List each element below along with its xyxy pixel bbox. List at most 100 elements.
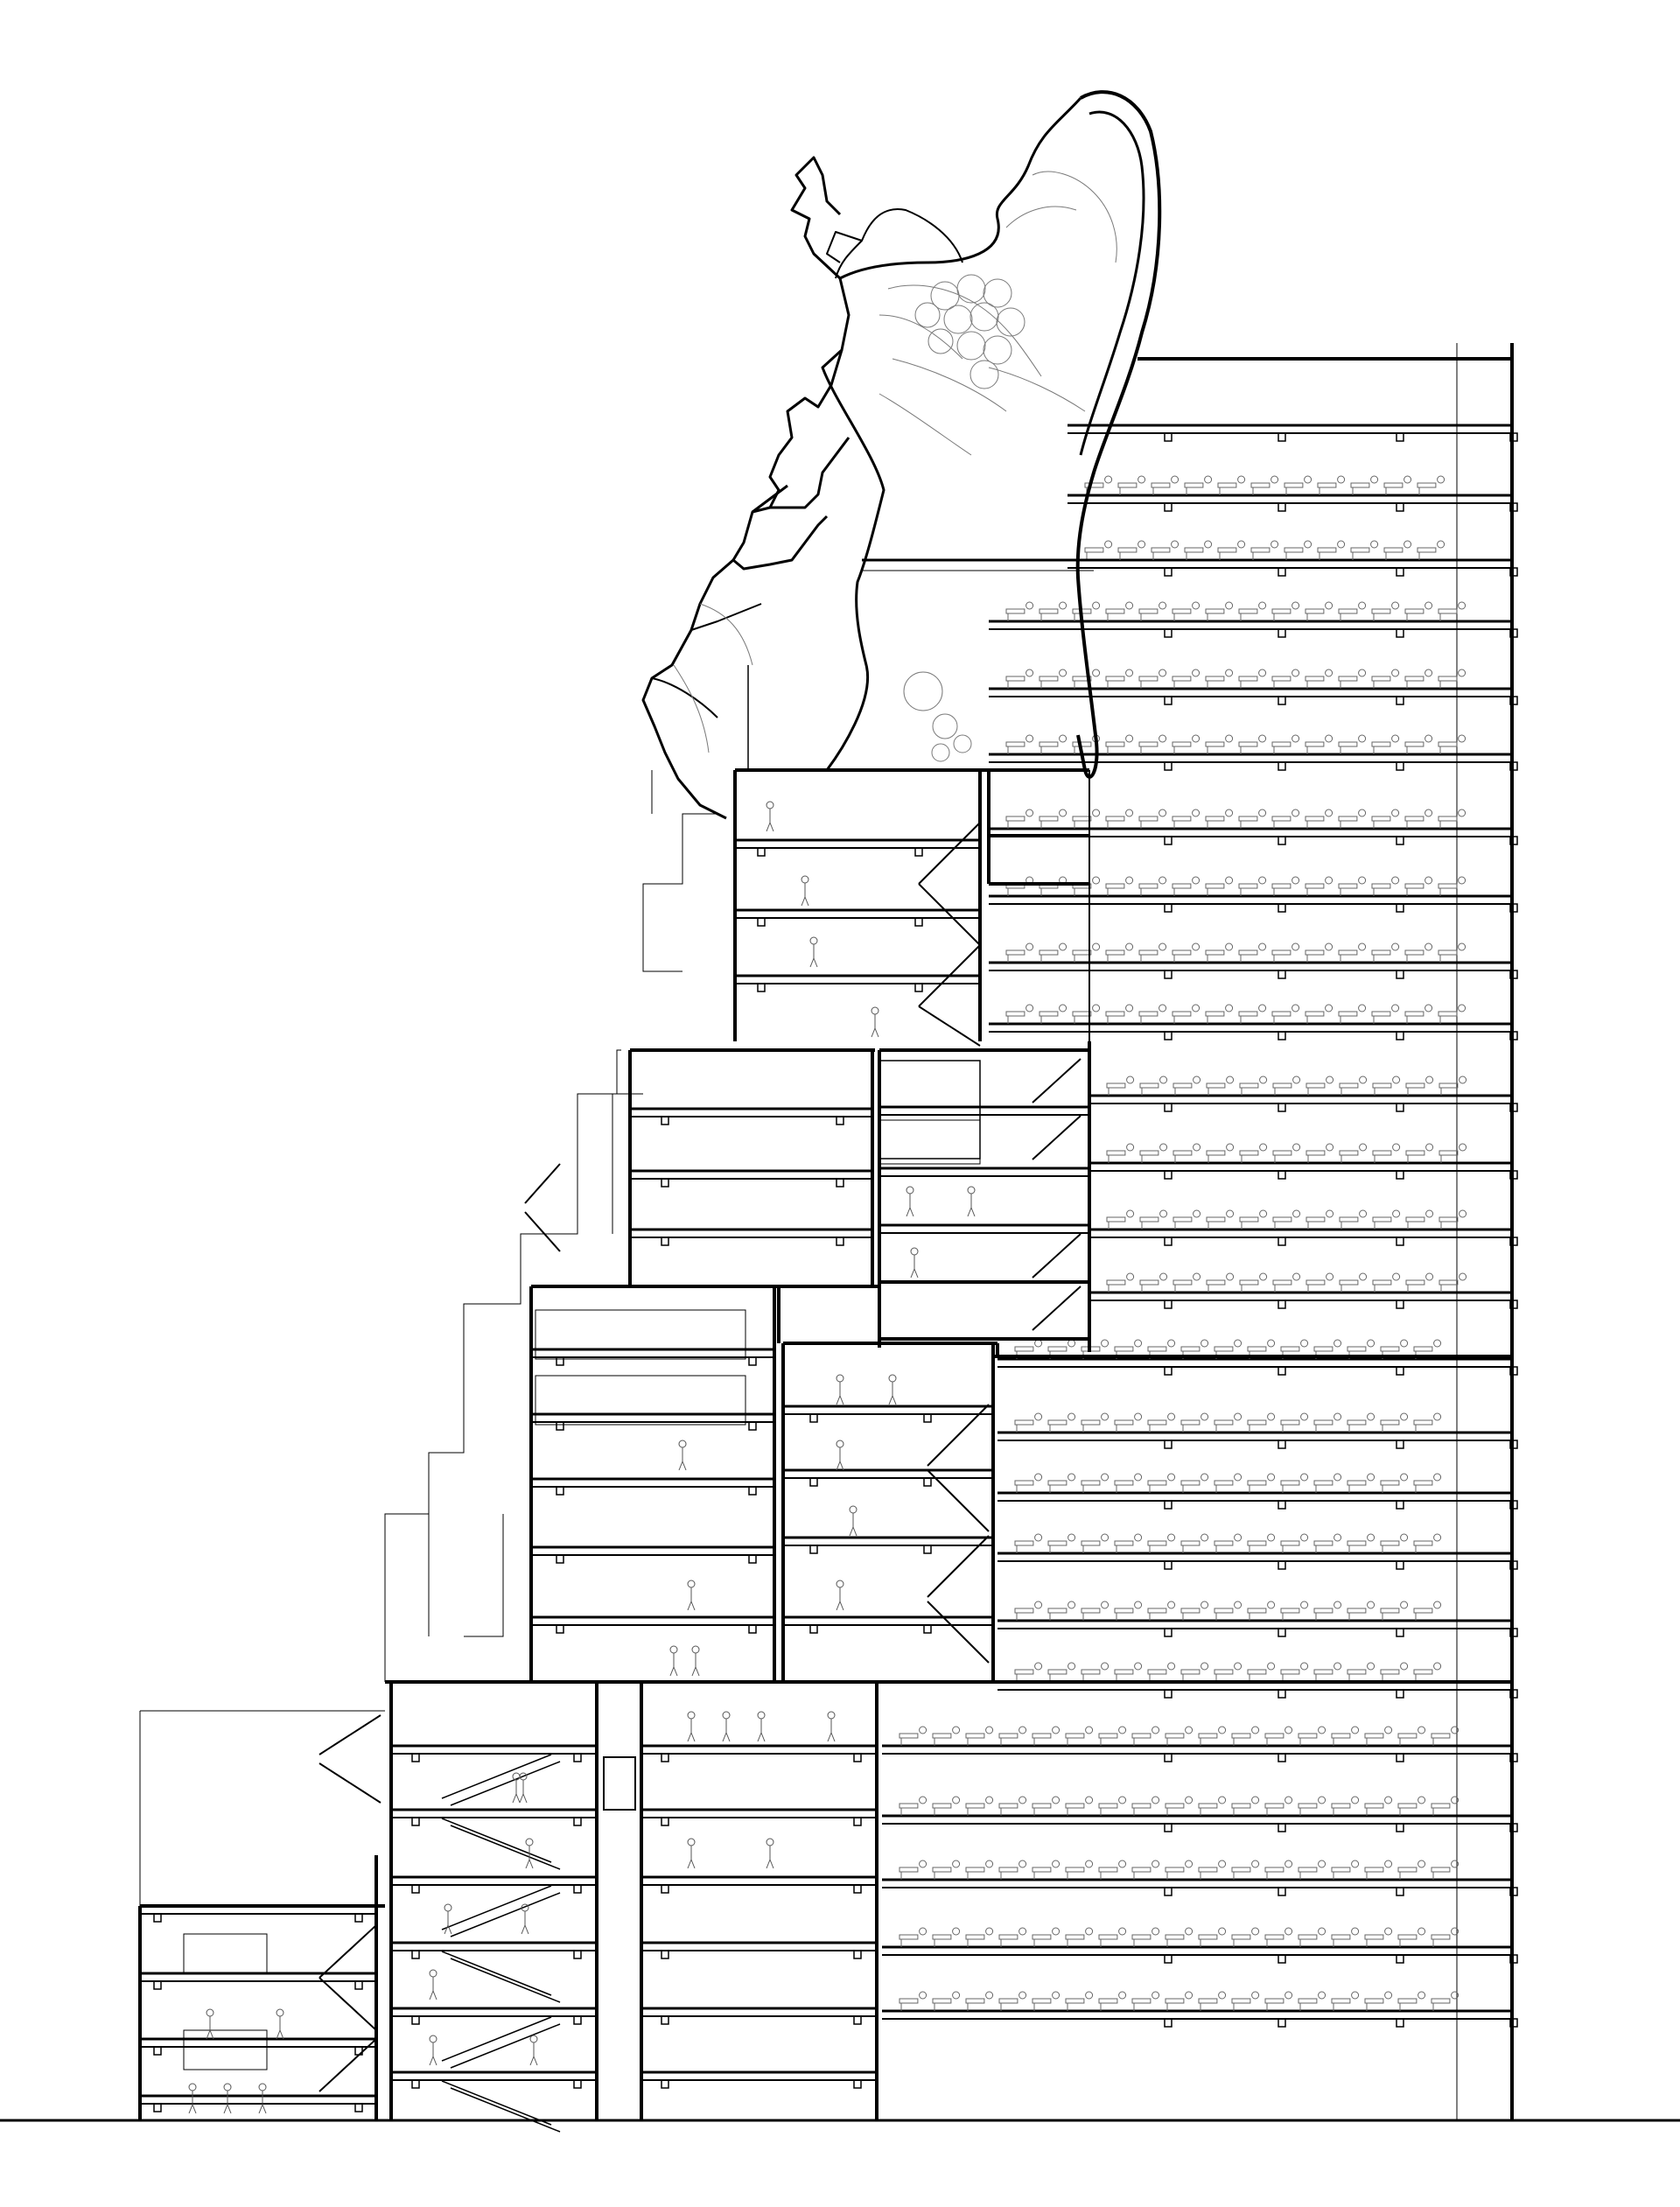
beam bbox=[1396, 1689, 1404, 1699]
desk bbox=[1431, 1867, 1451, 1873]
stair-flight bbox=[318, 1714, 382, 1755]
desk bbox=[1405, 1216, 1425, 1223]
person-leg bbox=[804, 896, 809, 907]
desk bbox=[1413, 1480, 1433, 1486]
beam bbox=[757, 983, 766, 992]
office-tower-block bbox=[1138, 343, 1514, 2120]
beam bbox=[1164, 696, 1172, 705]
chair-head bbox=[1337, 540, 1346, 549]
desk bbox=[1172, 741, 1192, 747]
chair-head bbox=[1134, 1473, 1143, 1482]
desk bbox=[1180, 1608, 1200, 1614]
desk bbox=[1005, 608, 1026, 614]
desk bbox=[1313, 1419, 1334, 1426]
desk bbox=[1131, 1803, 1152, 1809]
desk bbox=[1380, 1669, 1400, 1675]
desk bbox=[1172, 1011, 1192, 1017]
beam bbox=[411, 2079, 420, 2089]
chair-head bbox=[1034, 1662, 1043, 1671]
desk bbox=[1280, 1480, 1300, 1486]
chair-head bbox=[1459, 1143, 1467, 1152]
desk bbox=[1331, 1867, 1351, 1873]
chair-head bbox=[1193, 1272, 1201, 1281]
chair-head bbox=[1059, 601, 1068, 610]
person-leg bbox=[827, 1732, 832, 1742]
chair-head bbox=[1259, 1143, 1268, 1152]
desk bbox=[1313, 1480, 1334, 1486]
desk bbox=[1114, 1540, 1134, 1546]
beam bbox=[1278, 1366, 1286, 1376]
beam bbox=[1278, 1170, 1286, 1180]
desk bbox=[1039, 741, 1059, 747]
beam bbox=[809, 1413, 818, 1423]
beam bbox=[1509, 696, 1518, 705]
escalator-rail bbox=[450, 2087, 561, 2133]
stair-flight bbox=[1032, 1233, 1082, 1279]
beam bbox=[661, 1817, 669, 1826]
desk bbox=[1397, 1998, 1418, 2004]
desk bbox=[1206, 1150, 1226, 1156]
chair-head bbox=[1193, 1209, 1201, 1218]
rock-sculpture-detail-lines bbox=[673, 171, 1117, 762]
chair-head bbox=[1026, 669, 1034, 677]
chair-head bbox=[985, 1860, 994, 1868]
desk bbox=[1139, 1216, 1159, 1223]
desk bbox=[1364, 1998, 1384, 2004]
desk bbox=[899, 1803, 919, 1809]
person-leg bbox=[529, 2056, 535, 2066]
chair-head bbox=[1167, 1473, 1176, 1482]
person-leg bbox=[836, 1601, 841, 1611]
beam bbox=[1164, 1823, 1172, 1832]
chair-head bbox=[1101, 1662, 1110, 1671]
beam bbox=[1278, 1103, 1286, 1112]
desk bbox=[1238, 1011, 1258, 1017]
beam bbox=[1278, 1300, 1286, 1309]
desk bbox=[1014, 1480, 1034, 1486]
stair-flight bbox=[318, 1977, 377, 2031]
beam bbox=[1396, 1170, 1404, 1180]
beam bbox=[1164, 1560, 1172, 1570]
desk bbox=[1413, 1608, 1433, 1614]
desk bbox=[1298, 1867, 1318, 1873]
beam bbox=[1509, 1170, 1518, 1180]
chair-head bbox=[1258, 809, 1267, 817]
person-leg bbox=[967, 1207, 972, 1217]
chair-head bbox=[1325, 669, 1334, 677]
desk bbox=[1032, 1998, 1052, 2004]
chair-head bbox=[1226, 1209, 1235, 1218]
desk bbox=[1217, 547, 1237, 553]
escalator-rail bbox=[441, 1951, 552, 1996]
chair-head bbox=[1200, 1533, 1209, 1542]
desk bbox=[1338, 676, 1358, 682]
person-leg bbox=[871, 1027, 876, 1038]
desk bbox=[1371, 816, 1391, 822]
chair-head bbox=[1104, 540, 1113, 549]
person-leg bbox=[258, 2104, 263, 2114]
beam bbox=[836, 1237, 844, 1246]
desk bbox=[1417, 482, 1437, 488]
escalator-rail bbox=[450, 1892, 561, 1937]
chair-head bbox=[1159, 1143, 1168, 1152]
beam bbox=[1164, 1500, 1172, 1510]
beam bbox=[1396, 1103, 1404, 1112]
desk bbox=[1206, 1279, 1226, 1286]
desk bbox=[1231, 1998, 1251, 2004]
person-leg bbox=[690, 1859, 696, 1869]
chair-head bbox=[1459, 1272, 1467, 1281]
beam bbox=[1396, 1440, 1404, 1449]
beam bbox=[1509, 1366, 1518, 1376]
chair-head bbox=[1125, 942, 1134, 951]
beam bbox=[1278, 1560, 1286, 1570]
person-leg bbox=[892, 1395, 897, 1405]
desk bbox=[1305, 883, 1325, 889]
person-leg bbox=[690, 1732, 696, 1742]
person-leg bbox=[836, 1395, 841, 1405]
chair-head bbox=[1134, 1533, 1143, 1542]
beam bbox=[1278, 1887, 1286, 1896]
person-leg bbox=[970, 1207, 976, 1217]
chair-head bbox=[1125, 601, 1134, 610]
desk bbox=[1280, 1669, 1300, 1675]
person-leg bbox=[519, 1793, 524, 1804]
desk bbox=[1081, 1669, 1101, 1675]
chair-head bbox=[1292, 601, 1300, 610]
